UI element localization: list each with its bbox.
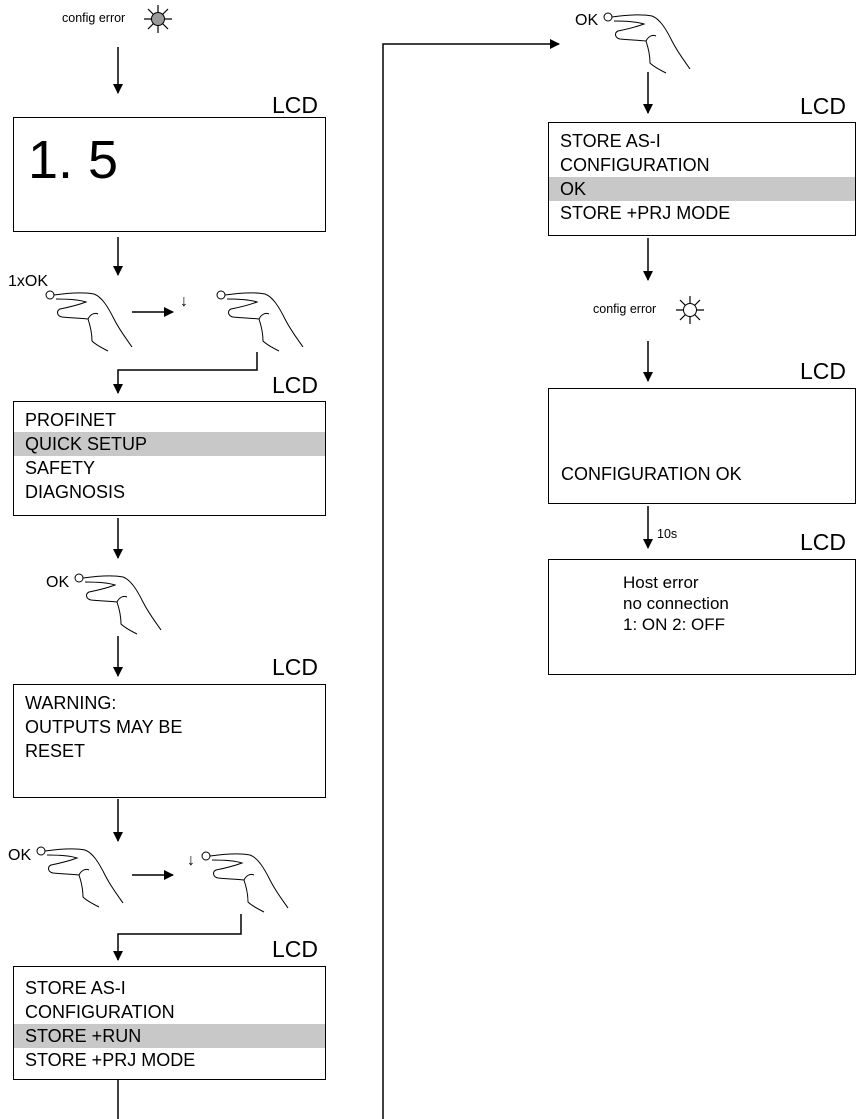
delay-label: 10s [657, 527, 678, 541]
press-ok-once-label: 1xOK [8, 273, 49, 290]
lcd-label: LCD [272, 92, 319, 118]
lcd-config-ok: CONFIGURATION OK [548, 388, 856, 504]
host-error-line: 1: ON 2: OFF [623, 615, 726, 634]
lcd-store-confirm: STORE AS-I CONFIGURATION OK STORE +PRJ M… [548, 122, 856, 236]
lcd-label: LCD [272, 936, 319, 962]
store-item-selected: OK [549, 177, 855, 201]
down-arrow-label: ↓ [180, 293, 188, 310]
menu-item-quick-setup: QUICK SETUP [14, 432, 325, 456]
store-item: STORE AS-I [560, 131, 661, 151]
store-item: STORE +PRJ MODE [560, 203, 731, 223]
config-error-label: config error [62, 11, 126, 25]
ok-label: OK [575, 12, 599, 29]
down-arrow-label: ↓ [187, 852, 195, 869]
lcd-label: LCD [800, 358, 847, 384]
config-ok-text: CONFIGURATION OK [561, 464, 742, 484]
lcd-screen-address: 1. 5 [13, 117, 326, 232]
config-error-label: config error [593, 302, 657, 316]
blinking-led-icon [676, 296, 704, 324]
store-item: CONFIGURATION [560, 155, 710, 175]
hand-press-icon [201, 851, 289, 913]
ok-label: OK [46, 574, 70, 591]
hand-press-icon [603, 12, 691, 74]
hand-press-icon [74, 573, 162, 635]
store-item: CONFIGURATION [25, 1002, 175, 1022]
lcd-label: LCD [272, 654, 319, 680]
hand-press-icon [45, 290, 133, 352]
warning-line: WARNING: [25, 693, 117, 713]
lcd-label: LCD [800, 529, 847, 555]
lcd-warning: WARNING: OUTPUTS MAY BE RESET [13, 684, 326, 798]
host-error-line: Host error [623, 573, 699, 592]
blinking-led-icon [144, 5, 172, 33]
lcd-label: LCD [272, 372, 319, 398]
lcd-label: LCD [800, 93, 847, 119]
lcd-host-error: Host error no connection 1: ON 2: OFF [548, 559, 856, 675]
store-item-selected: STORE +RUN [14, 1024, 325, 1048]
store-item: STORE AS-I [25, 978, 126, 998]
store-item: STORE +PRJ MODE [25, 1050, 196, 1070]
menu-item-profinet: PROFINET [25, 410, 117, 430]
host-error-line: no connection [623, 594, 729, 613]
hand-press-icon [216, 290, 304, 352]
menu-item-diagnosis: DIAGNOSIS [25, 482, 126, 502]
hand-press-icon [36, 846, 124, 908]
warning-line: OUTPUTS MAY BE [25, 717, 183, 737]
lcd-store-menu: STORE AS-I CONFIGURATION STORE +RUN STOR… [13, 966, 326, 1080]
menu-item-safety: SAFETY [25, 458, 96, 478]
lcd-main-menu: PROFINET QUICK SETUP SAFETY DIAGNOSIS [13, 401, 326, 516]
lcd-address-value: 1. 5 [28, 130, 119, 190]
ok-label: OK [8, 847, 32, 864]
warning-line: RESET [25, 741, 86, 761]
